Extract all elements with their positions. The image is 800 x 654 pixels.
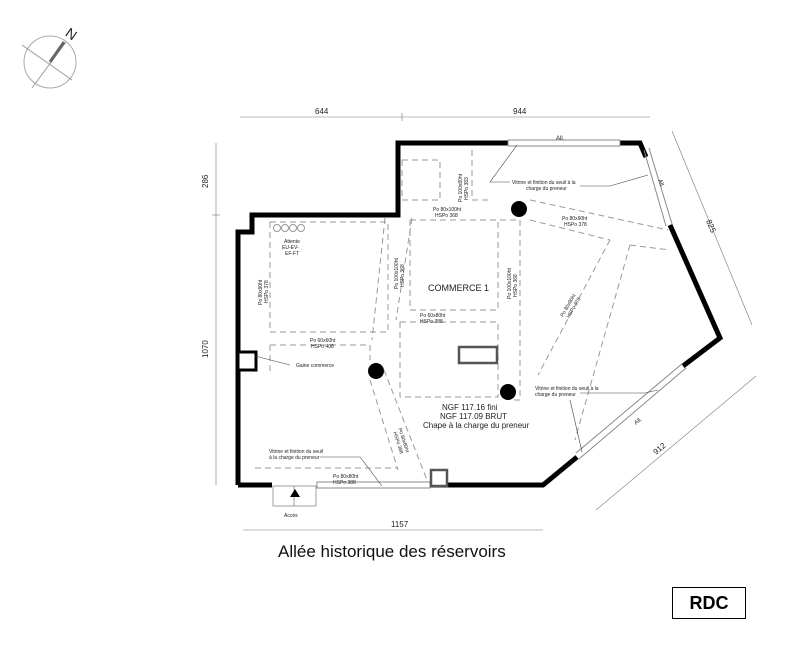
svg-text:All.: All. xyxy=(556,136,565,142)
svg-text:HSPo 368: HSPo 368 xyxy=(400,264,406,287)
room-name: COMMERCE 1 xyxy=(428,283,489,293)
svg-text:HSPo 368: HSPo 368 xyxy=(435,213,458,219)
column xyxy=(368,363,384,379)
storefront-windows xyxy=(316,139,687,489)
level-label: RDC xyxy=(672,587,746,619)
svg-text:Po 60x80ht: Po 60x80ht xyxy=(420,313,446,319)
dim-right-bottom: 912 xyxy=(652,441,668,457)
svg-text:Attente: Attente xyxy=(284,239,300,245)
street-name: Allée historique des réservoirs xyxy=(278,542,506,561)
svg-text:All.: All. xyxy=(656,179,665,189)
entrance-arrow-icon xyxy=(290,489,300,497)
dim-left-main: 1070 xyxy=(201,340,210,358)
shaft-box xyxy=(429,468,449,488)
floor-raw-level: NGF 117.09 BRUT xyxy=(440,412,507,421)
dim-left-top: 286 xyxy=(201,174,210,188)
svg-text:Vitrine et finition du seuil: Vitrine et finition du seuil xyxy=(269,449,323,455)
floor-finish-level: NGF 117.16 fini xyxy=(442,403,498,412)
north-arrow-icon xyxy=(48,41,66,63)
svg-text:charge du preneur: charge du preneur xyxy=(526,186,567,192)
column xyxy=(511,201,527,217)
svg-text:à la charge du preneur: à la charge du preneur xyxy=(269,455,320,461)
svg-text:All.: All. xyxy=(633,416,643,426)
wall xyxy=(667,223,724,368)
utility-connections xyxy=(273,224,305,232)
wall xyxy=(430,455,579,488)
dim-right-top: 825 xyxy=(704,218,718,234)
access-label: Accès xyxy=(284,513,298,519)
annotations: Attente EU-EV- EF-FT Gaine commerce Accè… xyxy=(258,136,665,519)
svg-text:EF-FT: EF-FT xyxy=(285,251,299,257)
svg-text:Po 100x100ht: Po 100x100ht xyxy=(394,258,400,289)
svg-text:HSPo 378: HSPo 378 xyxy=(564,222,587,228)
compass: N xyxy=(21,24,80,89)
entrance-door[interactable] xyxy=(272,485,317,507)
svg-text:HSPo 378: HSPo 378 xyxy=(264,280,270,303)
compass-line xyxy=(21,44,73,81)
svg-text:HSPo 388: HSPo 388 xyxy=(333,480,356,486)
dimensions: 644 944 286 1070 825 912 1157 xyxy=(201,107,757,531)
svg-text:HSPo 408: HSPo 408 xyxy=(311,344,334,350)
svg-text:Po 100x100ht: Po 100x100ht xyxy=(507,268,513,299)
wall xyxy=(235,140,508,485)
svg-text:HSPo 388: HSPo 388 xyxy=(420,319,443,325)
opening xyxy=(457,345,499,365)
screed-note: Chape à la charge du preneur xyxy=(423,421,530,430)
svg-text:Vitrine et finition du seuil à: Vitrine et finition du seuil à la xyxy=(535,386,599,392)
svg-text:Po 100x80ht: Po 100x80ht xyxy=(458,173,464,202)
floor-level-note: NGF 117.16 fini NGF 117.09 BRUT Chape à … xyxy=(423,403,530,430)
wall xyxy=(620,140,649,158)
svg-text:charge du preneur: charge du preneur xyxy=(535,392,576,398)
dim-top-left: 644 xyxy=(315,107,329,116)
dim-bottom: 1157 xyxy=(391,520,409,529)
column xyxy=(500,384,516,400)
svg-text:Po 80x100ht: Po 80x100ht xyxy=(433,207,462,213)
gaine-label: Gaine commerce xyxy=(296,363,334,369)
compass-circle xyxy=(23,35,77,89)
svg-text:Vitrine et finition du seuil à: Vitrine et finition du seuil à la xyxy=(512,180,576,186)
shaft-box xyxy=(236,350,258,372)
svg-text:Po 80x90ht: Po 80x90ht xyxy=(562,216,588,222)
svg-text:EU-EV-: EU-EV- xyxy=(282,245,299,251)
svg-text:HSPo 368: HSPo 368 xyxy=(513,274,519,297)
svg-text:HSPo 383: HSPo 383 xyxy=(464,177,470,200)
svg-text:Po 60x60ht: Po 60x60ht xyxy=(310,338,336,344)
leaders xyxy=(254,144,659,487)
svg-text:Po 80x90ht: Po 80x90ht xyxy=(258,279,264,305)
dim-top-right: 944 xyxy=(513,107,527,116)
svg-text:Po 80x80ht: Po 80x80ht xyxy=(333,474,359,480)
